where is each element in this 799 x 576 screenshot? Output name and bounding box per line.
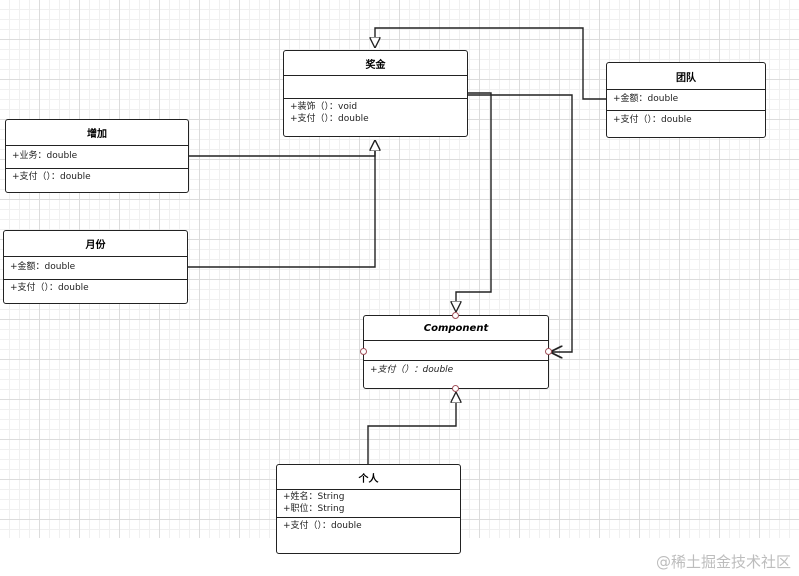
class-team-attributes: +金额：double [607, 90, 765, 111]
class-increase-operations: +支付（）：double [6, 169, 188, 185]
class-monthly-attributes: +金额：double [4, 257, 187, 280]
class-team[interactable]: 团队 +金额：double +支付（）：double [606, 62, 766, 138]
class-monthly-name: 月份 [4, 231, 187, 257]
component-port-left [360, 348, 367, 355]
operation-row: +支付（）：double [12, 172, 91, 182]
class-person-name: 个人 [277, 465, 460, 490]
class-person[interactable]: 个人 +姓名：String +职位：String +支付（）：double [276, 464, 461, 554]
operation-row: +装饰（）：void [290, 102, 358, 112]
attribute-row: +姓名：String [283, 492, 345, 502]
bonus-to-component-inheritance [456, 92, 492, 312]
class-component-name: Component [364, 316, 548, 341]
class-bonus-attributes [284, 76, 467, 99]
class-component-attributes [364, 341, 548, 361]
watermark: @稀土掘金技术社区 [655, 553, 791, 571]
class-bonus-operations: +装饰（）：void +支付（）：double [284, 99, 467, 127]
monthly-to-bonus-inheritance [188, 140, 375, 268]
class-team-name: 团队 [607, 63, 765, 90]
operation-row: +支付（）：double [613, 115, 692, 125]
component-port-bottom [452, 385, 459, 392]
person-to-component-inheritance [367, 392, 456, 464]
class-monthly-operations: +支付（）：double [4, 280, 187, 296]
class-increase-attributes: +业务：double [6, 146, 188, 169]
class-person-attributes: +姓名：String +职位：String [277, 490, 460, 518]
class-component[interactable]: Component +支付（）：double [363, 315, 549, 389]
class-person-operations: +支付（）：double [277, 518, 460, 534]
attribute-row: +金额：double [10, 262, 76, 272]
class-team-operations: +支付（）：double [607, 111, 765, 128]
class-bonus-name: 奖金 [284, 51, 467, 76]
bonus-to-component-aggregation [468, 94, 573, 352]
increase-to-bonus-inheritance [188, 140, 375, 157]
operation-row: +支付（）：double [290, 114, 369, 124]
class-increase[interactable]: 增加 +业务：double +支付（）：double [5, 119, 189, 193]
attribute-row: +职位：String [283, 504, 345, 514]
attribute-row: +金额：double [613, 94, 679, 104]
attribute-row: +业务：double [12, 151, 78, 161]
class-increase-name: 增加 [6, 120, 188, 146]
component-port-top [452, 312, 459, 319]
operation-row: +支付（）：double [370, 365, 454, 375]
class-bonus[interactable]: 奖金 +装饰（）：void +支付（）：double [283, 50, 468, 137]
team-to-bonus-inheritance [375, 27, 606, 100]
class-component-operations: +支付（）：double [364, 361, 548, 378]
class-monthly[interactable]: 月份 +金额：double +支付（）：double [3, 230, 188, 304]
operation-row: +支付（）：double [283, 521, 362, 531]
operation-row: +支付（）：double [10, 283, 89, 293]
component-port-right [545, 348, 552, 355]
